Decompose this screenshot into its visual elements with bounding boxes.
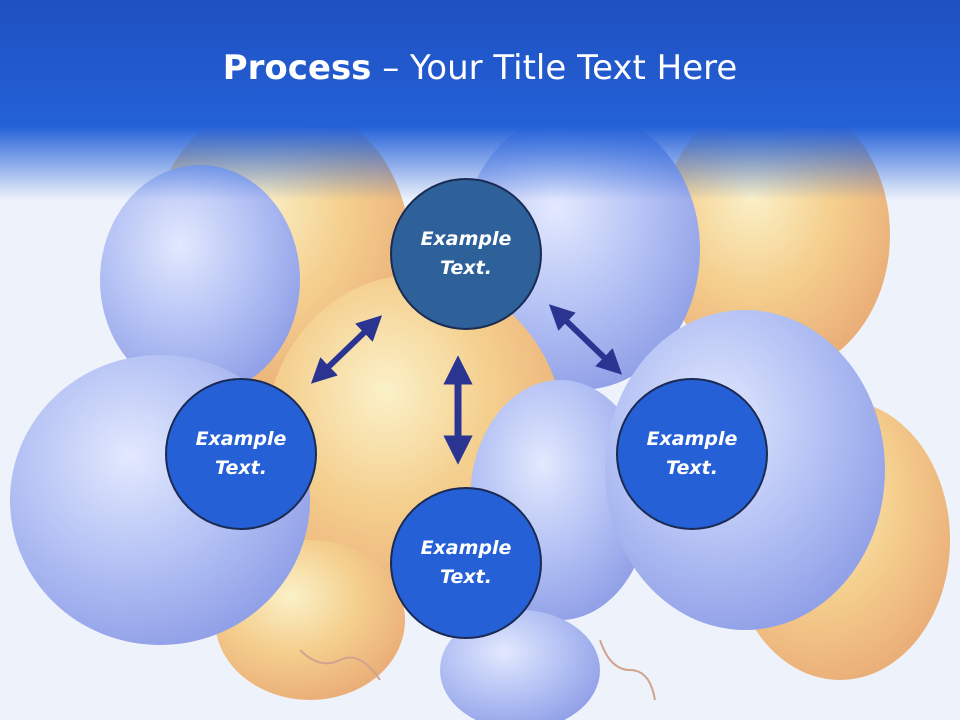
node-top-line1: Example <box>420 228 512 250</box>
node-bottom-line2: Text. <box>440 566 492 588</box>
node-right-line2: Text. <box>666 457 718 479</box>
node-bottom-line1: Example <box>420 537 512 559</box>
node-top-line2: Text. <box>440 257 492 279</box>
title-banner <box>0 0 960 200</box>
title-bold: Process <box>222 48 372 88</box>
node-left-line2: Text. <box>215 457 267 479</box>
node-right-line1: Example <box>646 428 738 450</box>
node-left-line1: Example <box>195 428 287 450</box>
arrow-top-left <box>310 315 383 384</box>
title-rest: – Your Title Text Here <box>371 48 738 88</box>
arrow-top-right <box>548 304 623 375</box>
slide-title: Process – Your Title Text Here <box>0 48 960 88</box>
